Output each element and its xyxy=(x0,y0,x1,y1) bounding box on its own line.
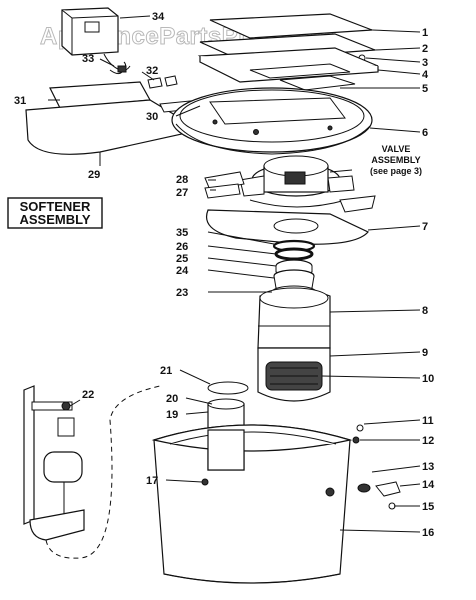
callout-27: 27 xyxy=(176,187,188,199)
callout-16: 16 xyxy=(422,527,434,539)
part-9-tank-base xyxy=(257,347,331,402)
callout-30: 30 xyxy=(146,111,158,123)
callout-labels: 34 33 1 2 3 4 5 32 31 30 6 29 28 27 7 35… xyxy=(14,11,435,539)
part-4-cover xyxy=(197,47,379,83)
callout-3: 3 xyxy=(422,57,428,69)
part-5-liner xyxy=(279,75,356,91)
callout-11: 11 xyxy=(422,415,434,427)
callout-2: 2 xyxy=(422,43,428,55)
callout-12: 12 xyxy=(422,435,434,447)
callout-1: 1 xyxy=(422,27,428,39)
callout-33: 33 xyxy=(82,53,94,65)
valve-note: VALVE ASSEMBLY (see page 3) xyxy=(329,144,422,176)
callout-15: 15 xyxy=(422,501,434,513)
callout-34: 34 xyxy=(152,11,165,23)
callout-10: 10 xyxy=(422,373,434,385)
part-14-elbow xyxy=(375,481,401,497)
part-6-top-cover xyxy=(171,87,373,155)
valve-note-line-2: ASSEMBLY xyxy=(371,155,420,165)
part-22-float-assembly xyxy=(23,385,161,559)
callout-31: 31 xyxy=(14,95,26,107)
callout-32: 32 xyxy=(146,65,158,77)
valve-note-line-1: VALVE xyxy=(382,144,411,154)
part-16-brine-tank xyxy=(151,424,353,584)
callout-35: 35 xyxy=(176,227,188,239)
title-line-2: ASSEMBLY xyxy=(19,212,90,227)
callout-23: 23 xyxy=(176,287,188,299)
valve-note-line-3: (see page 3) xyxy=(370,166,422,176)
callout-7: 7 xyxy=(422,221,428,233)
part-26-o-ring xyxy=(274,247,314,261)
part-27-clip xyxy=(204,183,241,199)
part-33-transformer xyxy=(109,61,127,75)
callout-25: 25 xyxy=(176,253,188,265)
valve-assembly xyxy=(239,155,376,213)
callout-17: 17 xyxy=(146,475,158,487)
leader-lines xyxy=(48,15,421,533)
title-line-1: SOFTENER xyxy=(20,199,91,214)
part-7-plate xyxy=(206,209,369,245)
callout-4: 4 xyxy=(422,69,429,81)
part-8-resin-tank xyxy=(257,287,331,349)
callout-24: 24 xyxy=(176,265,189,277)
part-11-grommet xyxy=(356,424,364,432)
part-29-cover xyxy=(25,99,202,155)
callout-6: 6 xyxy=(422,127,428,139)
callout-8: 8 xyxy=(422,305,428,317)
callout-22: 22 xyxy=(82,389,94,401)
part-12-nut xyxy=(352,436,360,444)
callout-19: 19 xyxy=(166,409,178,421)
part-13-washer xyxy=(357,483,371,493)
part-34-control-box xyxy=(61,7,131,71)
callout-9: 9 xyxy=(422,347,428,359)
callout-20: 20 xyxy=(166,393,178,405)
part-21-disc xyxy=(207,381,249,395)
callout-29: 29 xyxy=(88,169,100,181)
callout-14: 14 xyxy=(422,479,435,491)
callout-21: 21 xyxy=(160,365,172,377)
title-box: SOFTENER ASSEMBLY xyxy=(7,197,103,229)
part-32-latch xyxy=(147,75,178,89)
callout-28: 28 xyxy=(176,174,188,186)
callout-26: 26 xyxy=(176,241,188,253)
callout-5: 5 xyxy=(422,83,428,95)
callout-13: 13 xyxy=(422,461,434,473)
